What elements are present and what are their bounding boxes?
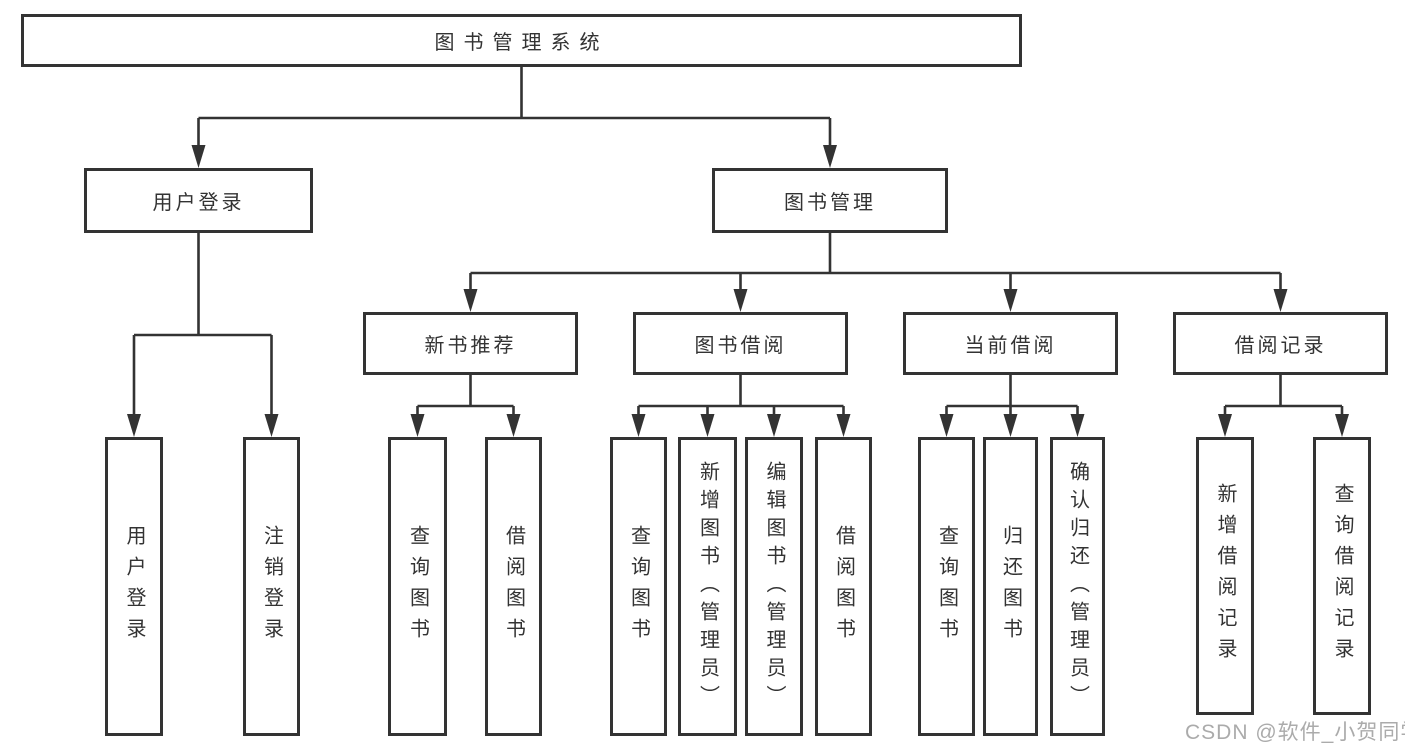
leaf-add-book-admin: 新增图书（管理员） [678,437,737,736]
watermark: CSDN @软件_小贺同学 [1185,721,1405,744]
arrowhead-icons [127,145,1349,437]
leaf-query-books-current: 查询图书 [918,437,975,736]
node-book-borrowing: 图书借阅 [633,312,848,375]
node-label: 图书借阅 [694,335,787,357]
node-label: 新书推荐 [424,335,517,357]
node-label: 新增借阅记录 [1214,483,1236,669]
node-label: 新增图书（管理员） [696,460,719,713]
node-label: 借阅图书 [832,524,855,649]
node-label: 图书管理 [784,192,876,214]
leaf-borrow-books-recommend: 借阅图书 [485,437,542,736]
node-borrowing-records: 借阅记录 [1173,312,1388,375]
leaf-user-login: 用户登录 [105,437,163,736]
node-label: 借阅图书 [502,524,525,649]
node-label: 图书管理系统 [434,32,609,54]
node-root-system: 图书管理系统 [21,14,1022,67]
node-label: 借阅记录 [1234,335,1327,357]
node-label: 查询图书 [935,524,958,649]
node-new-book-recommend: 新书推荐 [363,312,578,375]
leaf-query-books-borrow: 查询图书 [610,437,667,736]
node-book-management: 图书管理 [712,168,948,233]
node-label: 查询图书 [627,524,650,649]
leaf-query-books-recommend: 查询图书 [388,437,447,736]
node-label: 归还图书 [999,524,1022,649]
leaf-query-borrow-record: 查询借阅记录 [1313,437,1371,715]
node-label: 确认归还（管理员） [1066,460,1089,713]
leaf-borrow-books: 借阅图书 [815,437,872,736]
leaf-confirm-return-admin: 确认归还（管理员） [1050,437,1105,736]
node-label: 用户登录 [152,192,245,214]
node-label: 用户登录 [123,524,145,649]
node-user-login: 用户登录 [84,168,313,233]
node-label: 查询借阅记录 [1331,483,1353,669]
node-label: 查询图书 [406,524,429,649]
leaf-add-borrow-record: 新增借阅记录 [1196,437,1254,715]
node-label: 编辑图书（管理员） [763,460,785,713]
node-label: 当前借阅 [964,335,1057,357]
node-current-borrowing: 当前借阅 [903,312,1118,375]
leaf-edit-book-admin: 编辑图书（管理员） [745,437,803,736]
node-label: 注销登录 [260,524,283,649]
leaf-return-book: 归还图书 [983,437,1038,736]
leaf-logout: 注销登录 [243,437,300,736]
